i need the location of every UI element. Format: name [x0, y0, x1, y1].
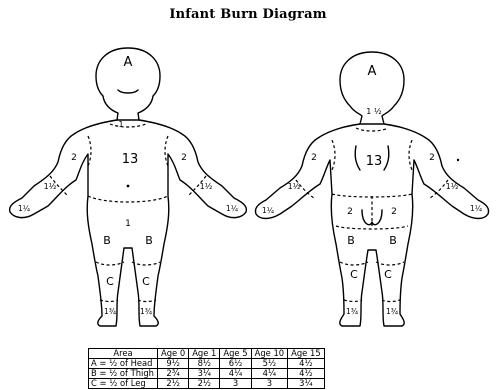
back-foot-left-label: 1¾	[346, 307, 359, 316]
front-leg-right-label: C	[142, 275, 150, 288]
table-cell: 3	[220, 379, 251, 389]
back-head-label: A	[368, 64, 377, 79]
front-figure: A 1 13 2 2 1½ 1½ 1¼ 1¼ 1 B B C C 1¾ 1¾	[10, 48, 247, 326]
table-cell: 3	[251, 379, 288, 389]
front-hand-right-label: 1¼	[226, 204, 239, 213]
table-cell: 2½	[157, 379, 188, 389]
front-upper-arm-right-label: 2	[181, 153, 187, 163]
back-neck-label: 1 ½	[366, 107, 382, 116]
front-foot-left-label: 1¾	[104, 307, 117, 316]
front-neck-label: 1	[118, 120, 123, 129]
row-area-cell: A = ½ of Head	[89, 359, 158, 369]
back-thigh-right-label: B	[389, 234, 397, 247]
front-foot-right-label: 1¾	[140, 307, 153, 316]
front-upper-arm-left-label: 2	[71, 153, 77, 163]
table-cell: 2¾	[157, 369, 188, 379]
header-age-10: Age 10	[251, 349, 288, 359]
table-row: A = ½ of Head 9½ 8½ 6½ 5½ 4½	[89, 359, 325, 369]
table-cell: 3¼	[288, 379, 325, 389]
header-age-0: Age 0	[157, 349, 188, 359]
front-genitals-label: 1	[125, 219, 131, 229]
back-buttock-left-label: 2	[347, 207, 353, 217]
table-cell: 3¼	[189, 369, 220, 379]
table-header-row: Area Age 0 Age 1 Age 5 Age 10 Age 15	[89, 349, 325, 359]
table-cell: 4½	[288, 359, 325, 369]
back-forearm-right-label: 1½	[446, 182, 459, 191]
front-head-label: A	[124, 55, 133, 70]
table-cell: 6½	[220, 359, 251, 369]
table-cell: 2½	[189, 379, 220, 389]
back-thigh-left-label: B	[347, 234, 355, 247]
back-forearm-left-label: 1½	[288, 182, 301, 191]
table-cell: 4¼	[251, 369, 288, 379]
back-hand-left-label: 1¼	[262, 206, 275, 215]
header-area: Area	[89, 349, 158, 359]
front-chest-label: 13	[122, 152, 139, 167]
header-age-1: Age 1	[189, 349, 220, 359]
front-thigh-right-label: B	[145, 234, 153, 247]
header-age-15: Age 15	[288, 349, 325, 359]
back-figure: A 1 ½ 13 2 2 1½ 1½ 1¼ 1¼ 2 2 B B C C 1¾ …	[255, 52, 488, 326]
back-buttock-right-label: 2	[391, 207, 397, 217]
back-foot-right-label: 1¾	[386, 307, 399, 316]
age-percentage-table: Area Age 0 Age 1 Age 5 Age 10 Age 15 A =…	[88, 348, 325, 389]
back-upper-arm-left-label: 2	[311, 153, 317, 163]
front-thigh-left-label: B	[103, 234, 111, 247]
body-figures: A 1 13 2 2 1½ 1½ 1¼ 1¼ 1 B B C C 1¾ 1¾	[0, 0, 496, 345]
row-area-cell: C = ½ of Leg	[89, 379, 158, 389]
table-cell: 5½	[251, 359, 288, 369]
front-forearm-right-label: 1½	[200, 182, 213, 191]
table-cell: 9½	[157, 359, 188, 369]
table-cell: 8½	[189, 359, 220, 369]
back-leg-left-label: C	[350, 268, 358, 281]
back-leg-right-label: C	[384, 268, 392, 281]
table-row: C = ½ of Leg 2½ 2½ 3 3 3¼	[89, 379, 325, 389]
back-label: 13	[366, 154, 383, 169]
front-forearm-left-label: 1½	[44, 182, 57, 191]
back-hand-right-label: 1¼	[470, 204, 483, 213]
front-hand-left-label: 1¼	[18, 204, 31, 213]
back-upper-arm-right-label: 2	[429, 153, 435, 163]
table-cell: 4¼	[220, 369, 251, 379]
table-cell: 4½	[288, 369, 325, 379]
row-area-cell: B = ½ of Thigh	[89, 369, 158, 379]
header-age-5: Age 5	[220, 349, 251, 359]
front-leg-left-label: C	[106, 275, 114, 288]
table-row: B = ½ of Thigh 2¾ 3¼ 4¼ 4¼ 4½	[89, 369, 325, 379]
